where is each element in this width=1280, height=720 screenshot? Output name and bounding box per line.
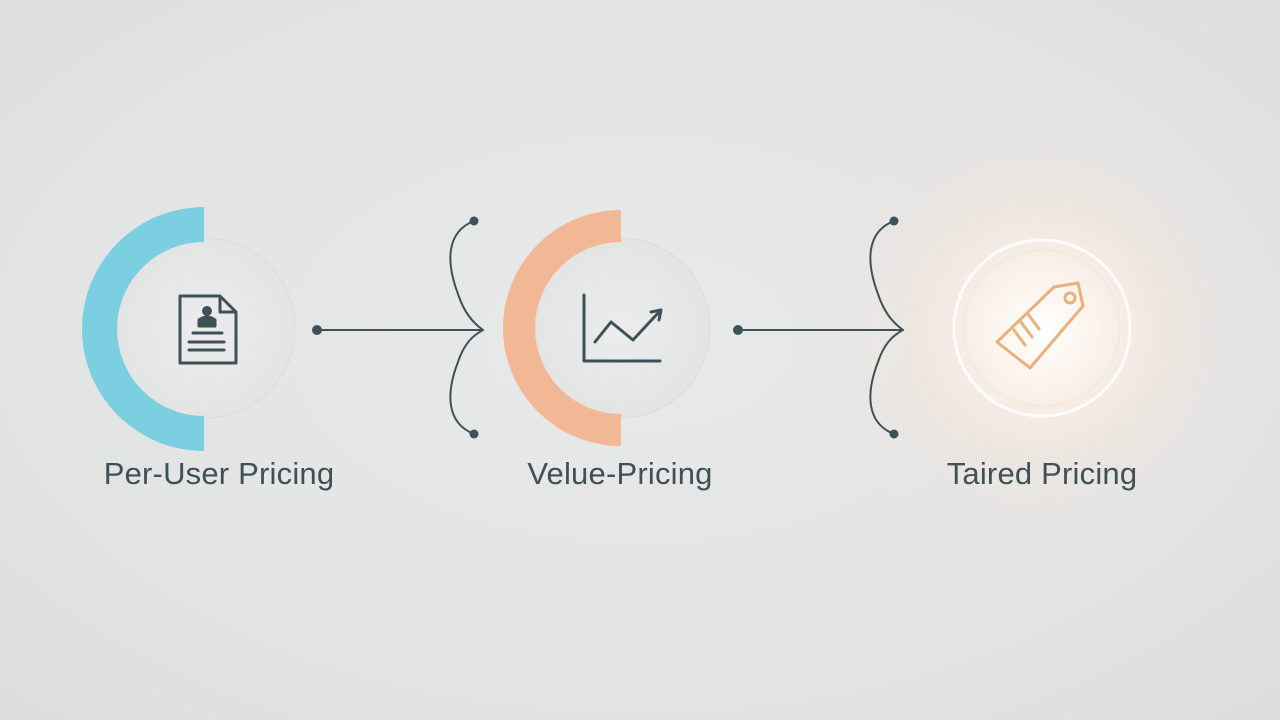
connector-1 xyxy=(312,216,484,439)
highlight-glow xyxy=(792,80,1280,580)
price-tag-icon xyxy=(995,281,1085,370)
highlight-ring-inner xyxy=(963,249,1121,407)
stage-1-label: Per-User Pricing xyxy=(103,456,335,491)
stage-2-arc xyxy=(503,210,621,446)
highlight-ring xyxy=(952,238,1132,418)
growth-chart-icon xyxy=(582,293,663,363)
stage-2-label: Velue-Pricing xyxy=(527,456,713,491)
stage-1-arc xyxy=(82,207,204,451)
stage-3-label: Taired Pricing xyxy=(946,456,1138,491)
connector-2 xyxy=(733,216,904,439)
document-user-icon xyxy=(178,294,238,365)
